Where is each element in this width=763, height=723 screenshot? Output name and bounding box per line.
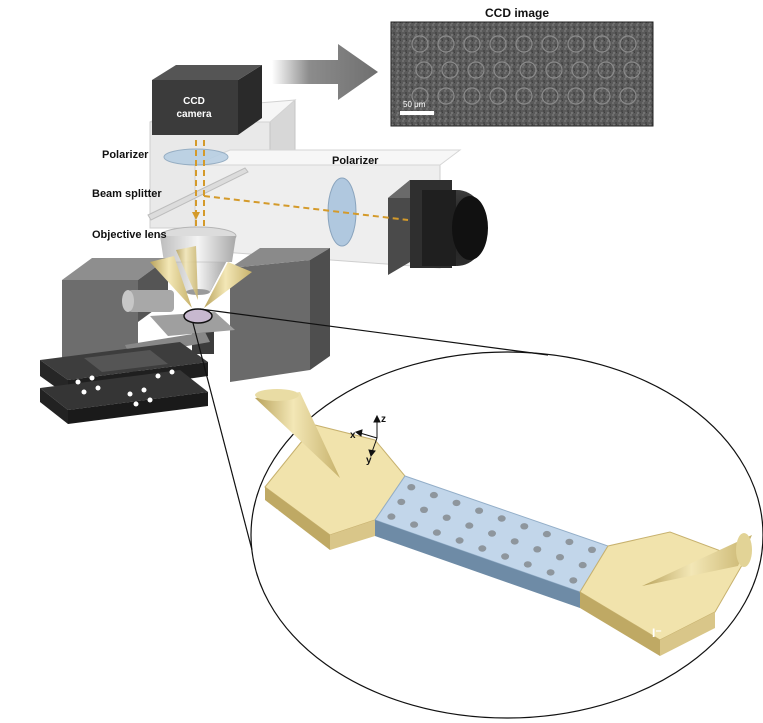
axis-x-label: x <box>350 430 356 441</box>
ccd-image-title: CCD image <box>485 6 549 20</box>
zoom-circle <box>250 351 763 719</box>
ccd-dot <box>463 35 481 53</box>
channel-dot <box>387 513 396 520</box>
scale-bar <box>400 111 434 115</box>
channel-dot <box>542 530 551 538</box>
ccd-dot <box>437 35 455 53</box>
polarizer-label-left: Polarizer <box>102 149 149 161</box>
ccd-dot <box>619 35 637 53</box>
ccd-dot <box>593 87 611 105</box>
channel-dot <box>569 577 578 584</box>
channel-dot <box>501 553 510 560</box>
channel-dot <box>520 523 529 530</box>
ccd-dot <box>489 35 507 53</box>
channel-dot <box>465 522 474 529</box>
channel-dot <box>510 538 519 545</box>
beam-splitter-plate <box>147 167 249 221</box>
ccd-dot <box>541 35 559 53</box>
polarizer-disk-horizontal <box>327 177 357 247</box>
beam-splitter-label: Beam splitter <box>92 188 162 200</box>
ccd-dot <box>411 87 429 105</box>
ccd-dot <box>437 87 455 105</box>
current-in-label: I⁺ <box>271 507 281 521</box>
channel-dot <box>533 546 542 553</box>
ccd-camera-icon: CCD camera <box>152 65 262 135</box>
zoomed-device: I⁺ I⁻ z x y <box>255 389 752 656</box>
ccd-dot <box>619 87 637 105</box>
sample-zoom-marker <box>183 308 213 324</box>
ccd-dot <box>623 61 641 79</box>
zoom-connector <box>192 308 763 719</box>
channel-dot <box>432 529 441 536</box>
ccd-dot <box>415 61 433 79</box>
ccd-dot <box>567 87 585 105</box>
light-source-icon <box>388 180 488 275</box>
channel-dot <box>455 537 464 544</box>
probe-tip-right-icon <box>642 535 752 586</box>
ccd-dot <box>597 61 615 79</box>
ccd-dot <box>545 61 563 79</box>
ccd-dot <box>441 61 459 79</box>
ccd-dot <box>467 61 485 79</box>
ccd-dot <box>515 35 533 53</box>
channel-dot <box>478 545 487 552</box>
ccd-dot <box>567 35 585 53</box>
channel-dot <box>442 514 451 521</box>
ccd-image <box>390 21 654 127</box>
current-out-label: I⁻ <box>652 626 662 640</box>
ccd-camera-label-2: camera <box>176 109 211 120</box>
ccd-dot <box>519 61 537 79</box>
channel-dot <box>410 521 419 528</box>
scale-bar-label: 50 μm <box>403 100 426 109</box>
beam-arrow-icon <box>192 212 200 220</box>
channel-dot-array <box>387 484 596 584</box>
coordinate-axes-icon <box>354 414 381 458</box>
probe-tips-small <box>150 246 252 308</box>
ccd-dot <box>541 87 559 105</box>
channel-dot <box>523 561 532 568</box>
channel-dot <box>565 538 574 546</box>
channel-dot <box>578 561 587 569</box>
channel-dot <box>488 530 496 537</box>
polarizer-label-right: Polarizer <box>332 155 379 167</box>
ccd-camera-label-1: CCD <box>183 96 205 107</box>
ccd-dot <box>515 87 533 105</box>
translation-stage <box>40 342 208 424</box>
ccd-dot <box>489 87 507 105</box>
channel-dot <box>588 546 596 553</box>
channel-dot <box>429 491 438 499</box>
channel-dot <box>475 507 484 514</box>
channel-dot <box>546 569 555 576</box>
ccd-dot <box>493 61 511 79</box>
image-output-arrow <box>272 44 378 100</box>
channel-dot <box>452 499 461 507</box>
ccd-image-dot-grid <box>411 35 641 105</box>
channel-dot <box>420 506 428 513</box>
channel-dot <box>556 554 564 561</box>
probe-tip-left-icon <box>255 392 340 478</box>
ccd-dot <box>411 35 429 53</box>
ccd-image-panel: CCD image 50 μm <box>390 6 654 127</box>
ccd-dot <box>571 61 589 79</box>
ccd-dot <box>593 35 611 53</box>
channel-dot <box>407 484 416 491</box>
axis-y-label: y <box>366 455 372 466</box>
channel-dot <box>497 515 506 522</box>
axis-z-label: z <box>381 414 386 425</box>
ccd-dot <box>463 87 481 105</box>
channel-dot <box>397 498 406 506</box>
objective-lens-label: Objective lens <box>92 229 167 241</box>
